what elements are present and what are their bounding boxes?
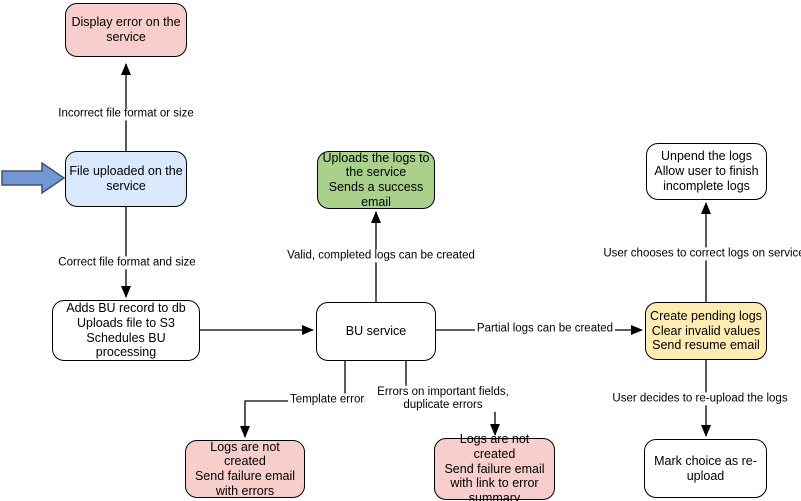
- edge-label-correct-format: Correct file format and size: [56, 256, 198, 270]
- edge-label-template-errors: Template errors: [288, 393, 372, 407]
- edge-label-partial-logs: Partial logs can be created: [474, 322, 616, 336]
- node-bu-service: BU service: [316, 302, 436, 361]
- node-mark-reupload: Mark choice as re-upload: [644, 439, 767, 498]
- node-upload-success: Uploads the logs to the service Sends a …: [317, 151, 435, 209]
- edge-label-incorrect-format: Incorrect file format or size: [56, 107, 196, 121]
- entry-arrow-icon: [1, 161, 66, 195]
- node-unpend-logs: Unpend the logs Allow user to finish inc…: [646, 143, 767, 200]
- node-create-pending-logs: Create pending logs Clear invalid values…: [645, 302, 767, 360]
- node-failure-with-errors: Logs are not created Send failure email …: [185, 440, 305, 498]
- node-display-error: Display error on the service: [65, 3, 187, 57]
- edge-label-user-corrects: User chooses to correct logs on service: [601, 247, 801, 261]
- edge-label-user-reuploads: User decides to re-upload the logs: [610, 392, 790, 406]
- node-failure-with-summary: Logs are not created Send failure email …: [434, 432, 555, 501]
- edge-label-important-field-errors: Errors on important fields, duplicate er…: [365, 385, 521, 413]
- node-adds-bu-record: Adds BU record to db Uploads file to S3 …: [52, 300, 200, 361]
- edge-label-valid-completed: Valid, completed logs can be created: [285, 249, 477, 263]
- node-file-uploaded: File uploaded on the service: [65, 151, 187, 207]
